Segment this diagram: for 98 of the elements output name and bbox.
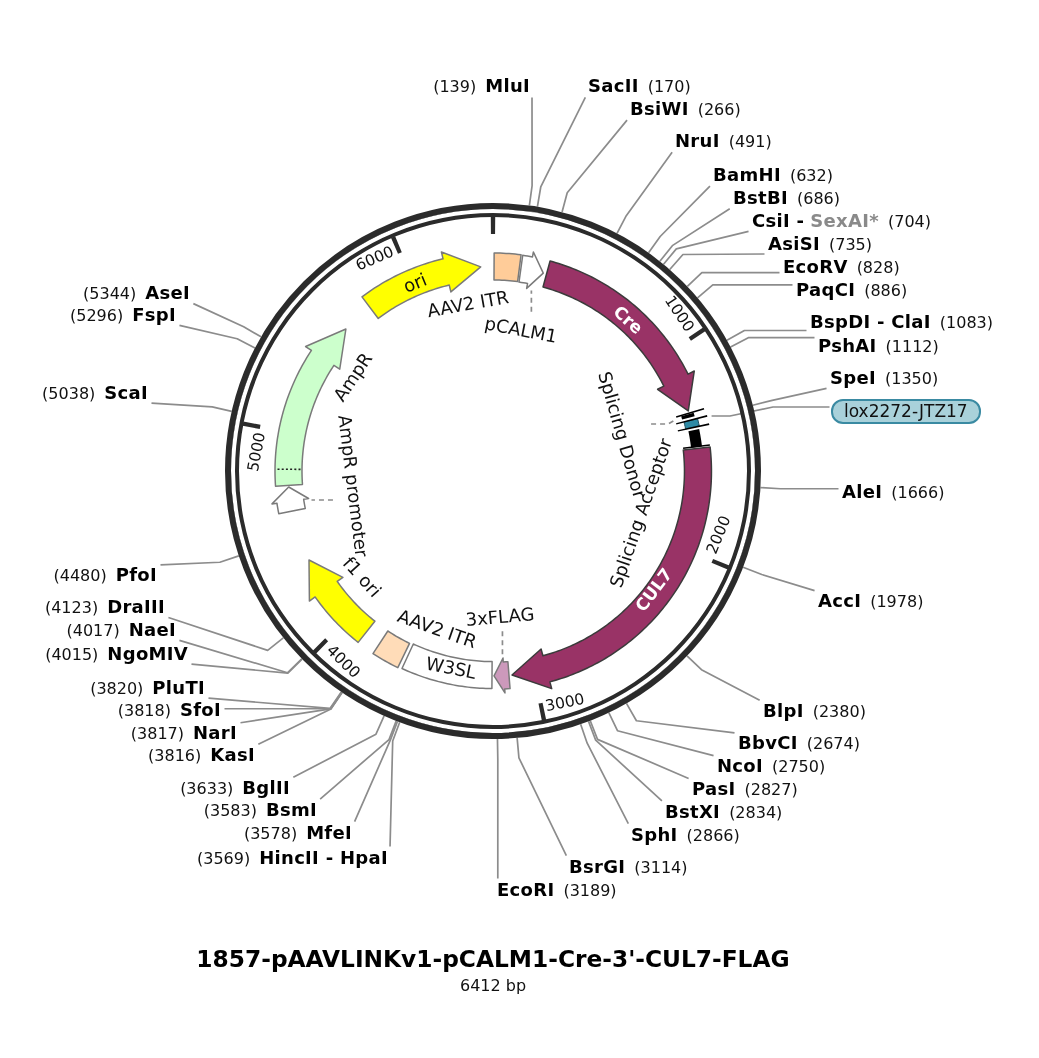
leader-line <box>668 253 766 271</box>
restriction-site-label: (5038) ScaI <box>40 383 150 403</box>
restriction-site-label: SacII (170) <box>586 76 693 96</box>
leader-line <box>686 271 781 288</box>
restriction-site-label: BstBI (686) <box>731 188 842 208</box>
restriction-site-label: (5344) AseI <box>81 283 192 303</box>
leader-line <box>729 336 816 348</box>
leader-line <box>561 119 628 213</box>
site-marker <box>674 406 706 421</box>
restriction-site-label: (3633) BglII <box>178 778 292 798</box>
leader-line <box>616 151 673 235</box>
tick-label: 6000 <box>353 243 397 275</box>
tick-label: 3000 <box>544 690 587 716</box>
restriction-site-label: (3820) PluTI <box>88 678 207 698</box>
restriction-site-label: (4017) NaeI <box>64 620 178 640</box>
leader-line <box>696 284 794 299</box>
restriction-site-label: EcoRI (3189) <box>495 880 619 900</box>
restriction-site-label: (5296) FspI <box>68 305 178 325</box>
restriction-site-label: AccI (1978) <box>816 591 926 611</box>
leader-line <box>587 720 663 802</box>
leader-line <box>150 402 233 413</box>
restriction-site-label: BlpI (2380) <box>761 701 868 721</box>
restriction-site-label: PshAI (1112) <box>816 336 941 356</box>
restriction-site-label: (139) MluI <box>431 76 532 96</box>
leader-line <box>319 720 398 800</box>
leader-line <box>742 566 816 592</box>
sequence-length: 6412 bp <box>460 976 527 995</box>
restriction-site-label: NruI (491) <box>673 131 774 151</box>
sequence-feature <box>271 485 310 515</box>
restriction-site-label: (3816) KasI <box>146 745 257 765</box>
leader-line <box>528 96 533 207</box>
leader-line <box>190 658 303 674</box>
tick-label: 5000 <box>244 431 269 474</box>
feature-label: 3xFLAG <box>464 604 536 630</box>
feature-label: pCALM1 <box>483 313 559 347</box>
leader-line <box>257 691 344 746</box>
leader-line <box>496 738 499 880</box>
restriction-site-label: (3583) BsmI <box>201 800 319 820</box>
feature-box <box>493 252 523 283</box>
leader-line <box>710 406 831 417</box>
leader-line <box>310 499 334 501</box>
leader-line <box>686 655 761 702</box>
map-title: 1857-pAAVLINKv1-pCALM1-Cre-3'-CUL7-FLAG <box>196 945 790 972</box>
leader-line <box>589 719 690 780</box>
leader-line <box>178 639 303 674</box>
leader-line <box>536 96 587 208</box>
restriction-site-label: CsiI - SexAI* (704) <box>750 211 933 231</box>
restriction-site-label: BsiWI (266) <box>628 99 743 119</box>
restriction-site-label: EcoRV (828) <box>781 257 902 277</box>
restriction-site-label: (3818) SfoI <box>115 700 223 720</box>
leader-line <box>751 387 828 407</box>
leader-line <box>167 616 285 652</box>
restriction-site-label: AleI (1666) <box>840 482 947 502</box>
feature-label: Cre <box>609 302 647 338</box>
leader-line <box>501 630 504 657</box>
restriction-site-label: (3817) NarI <box>128 723 239 743</box>
restriction-site-label: BamHI (632) <box>711 165 835 185</box>
leader-line <box>292 715 385 779</box>
leader-line <box>625 702 736 734</box>
restriction-site-label: BsrGI (3114) <box>567 857 690 877</box>
leader-line <box>389 721 401 848</box>
site-marker <box>674 413 711 433</box>
leader-line <box>579 723 630 825</box>
leader-line <box>159 555 240 566</box>
tick-label: 2000 <box>703 513 735 557</box>
leader-line <box>530 289 533 313</box>
sequence-feature <box>518 250 545 290</box>
leader-line <box>239 691 343 724</box>
leader-line <box>650 420 675 425</box>
leader-line <box>192 302 262 338</box>
leader-line <box>178 324 256 349</box>
restriction-site-label: (4015) NgoMIV <box>43 644 190 664</box>
restriction-site-label: (3569) HincII - HpaI <box>195 848 390 868</box>
leader-line <box>726 329 808 342</box>
restriction-site-label: BspDI - ClaI (1083) <box>808 312 995 332</box>
restriction-site-label: BbvCI (2674) <box>736 733 862 753</box>
leader-line <box>353 720 399 823</box>
restriction-site-label: (4123) DraIII <box>42 597 167 617</box>
restriction-site-label: (3578) MfeI <box>241 823 354 843</box>
restriction-site-label: BstXI (2834) <box>663 802 785 822</box>
site-marker <box>681 427 711 450</box>
leader-line <box>759 486 840 490</box>
restriction-site-label: PaqCI (886) <box>794 280 910 300</box>
restriction-site-label: NcoI (2750) <box>715 756 828 776</box>
feature-label: W3SL <box>424 653 478 683</box>
leader-line <box>516 737 568 857</box>
leader-line <box>662 230 750 266</box>
feature-tag: lox2272-JTZ17 <box>831 399 981 424</box>
restriction-site-label: (4480) PfoI <box>51 565 159 585</box>
restriction-site-label: AsiSI (735) <box>766 234 874 254</box>
restriction-site-label: SpeI (1350) <box>828 368 941 388</box>
restriction-site-label: SphI (2866) <box>629 825 742 845</box>
restriction-site-label: PasI (2827) <box>690 779 800 799</box>
feature-label: ori <box>400 269 430 297</box>
leader-line <box>607 711 715 757</box>
leader-line <box>659 207 731 263</box>
sequence-feature <box>493 656 512 694</box>
leader-line <box>647 185 711 254</box>
